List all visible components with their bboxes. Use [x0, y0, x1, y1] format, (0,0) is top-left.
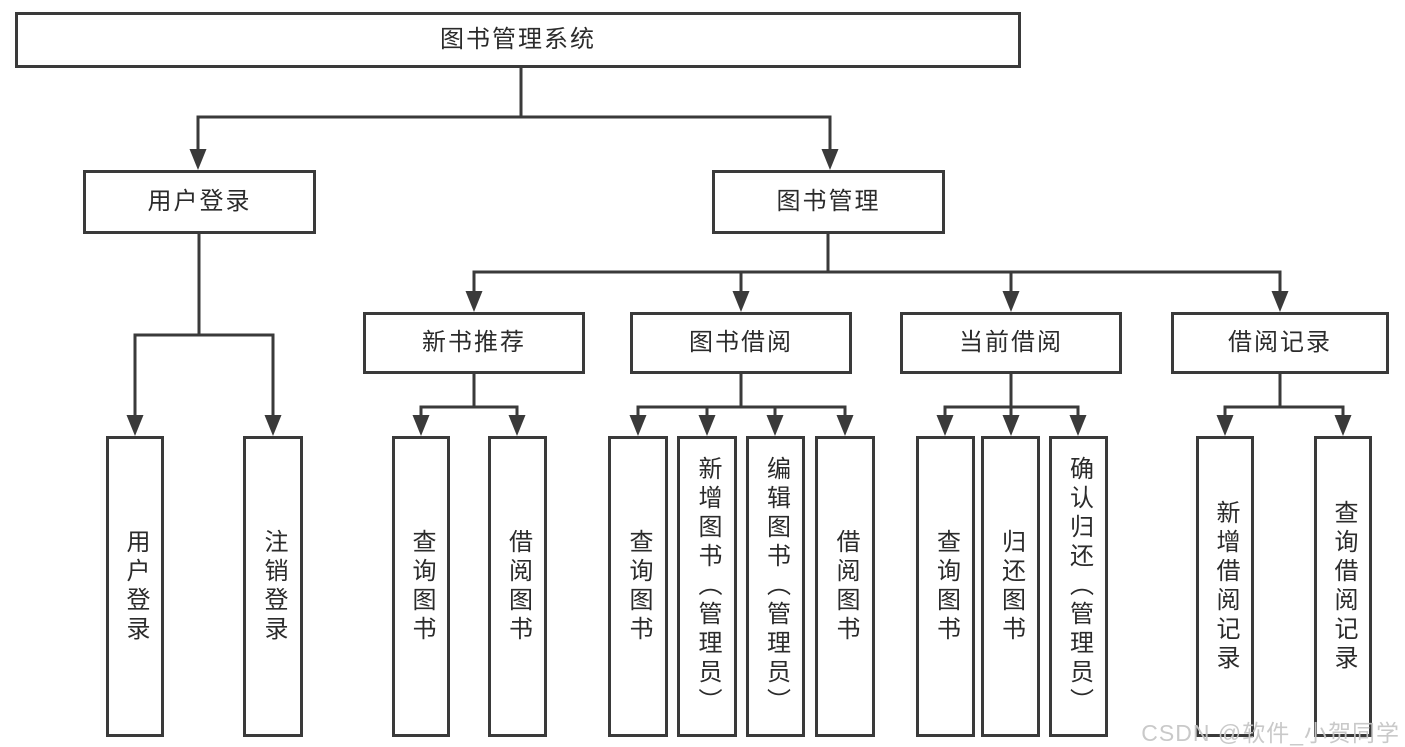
node-new-book-rec: 新书推荐 [363, 312, 585, 374]
node-leaf-logout: 注销登录 [243, 436, 303, 737]
arrowheads [126, 149, 1352, 436]
node-leaf-cb-return-books: 归还图书 [981, 436, 1040, 737]
connector-strokes [133, 67, 1345, 418]
node-leaf-bb-borrow-books: 借阅图书 [815, 436, 875, 737]
node-leaf-cb-confirm-return: 确认归还（管理员） [1049, 436, 1108, 737]
node-user-login: 用户登录 [83, 170, 316, 234]
node-leaf-cb-query-books: 查询图书 [916, 436, 975, 737]
node-leaf-bb-edit-books: 编辑图书（管理员） [746, 436, 805, 737]
csdn-watermark: CSDN @软件_小贺同学 [1141, 720, 1400, 746]
node-leaf-br-add-record: 新增借阅记录 [1196, 436, 1254, 737]
node-book-borrow: 图书借阅 [630, 312, 852, 374]
node-root: 图书管理系统 [15, 12, 1021, 68]
node-leaf-nbr-query-books: 查询图书 [392, 436, 450, 737]
node-current-borrow: 当前借阅 [900, 312, 1122, 374]
node-leaf-br-query-record: 查询借阅记录 [1314, 436, 1372, 737]
node-book-mgmt: 图书管理 [712, 170, 945, 234]
node-borrow-records: 借阅记录 [1171, 312, 1389, 374]
node-leaf-bb-query-books: 查询图书 [608, 436, 668, 737]
node-leaf-nbr-borrow-books: 借阅图书 [488, 436, 547, 737]
node-leaf-user-login: 用户登录 [106, 436, 164, 737]
node-leaf-bb-add-books: 新增图书（管理员） [677, 436, 737, 737]
